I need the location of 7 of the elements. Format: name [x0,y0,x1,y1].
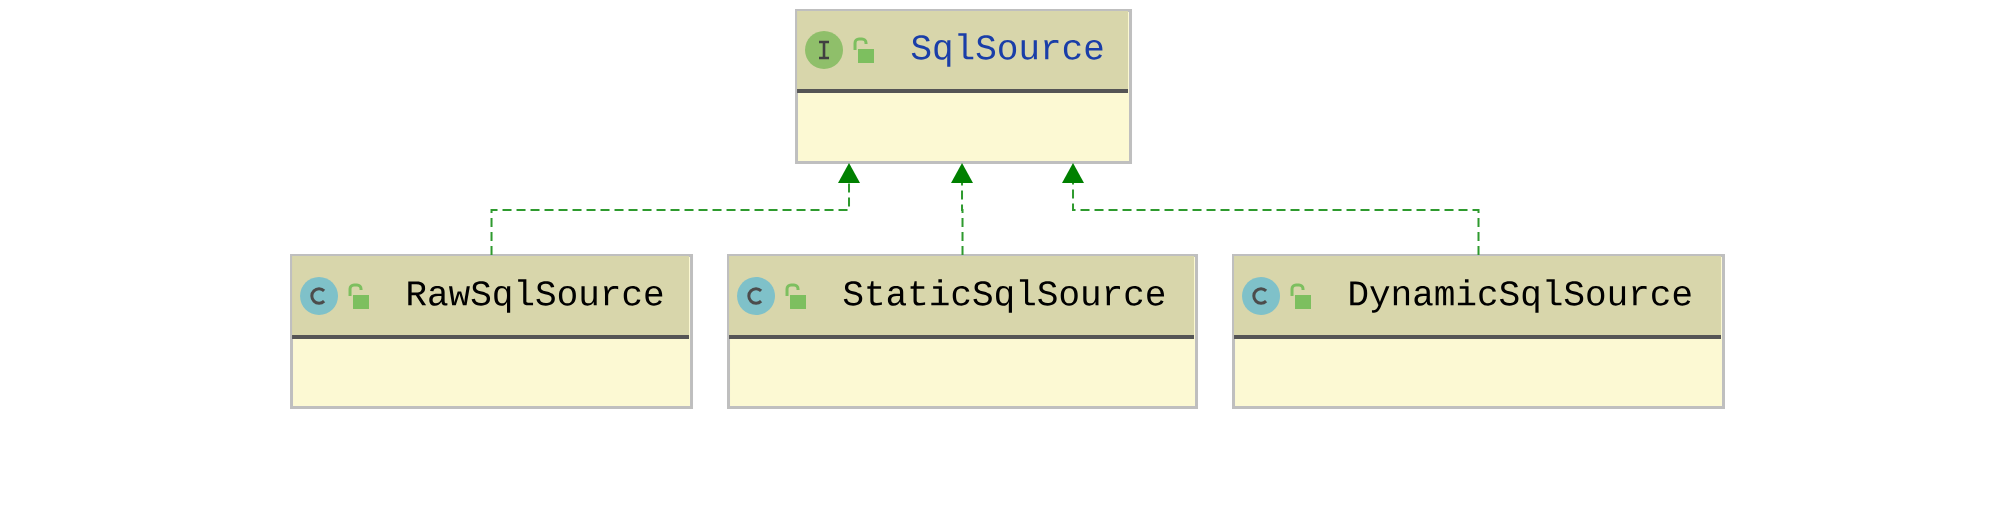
arrow [490,163,860,256]
class-box: SqlSource [795,9,1132,164]
class-box: DynamicSqlSource [1232,254,1725,409]
class-box: StaticSqlSource [727,254,1198,409]
arrow [951,163,973,256]
class-box: RawSqlSource [290,254,693,409]
arrow [1062,163,1480,256]
